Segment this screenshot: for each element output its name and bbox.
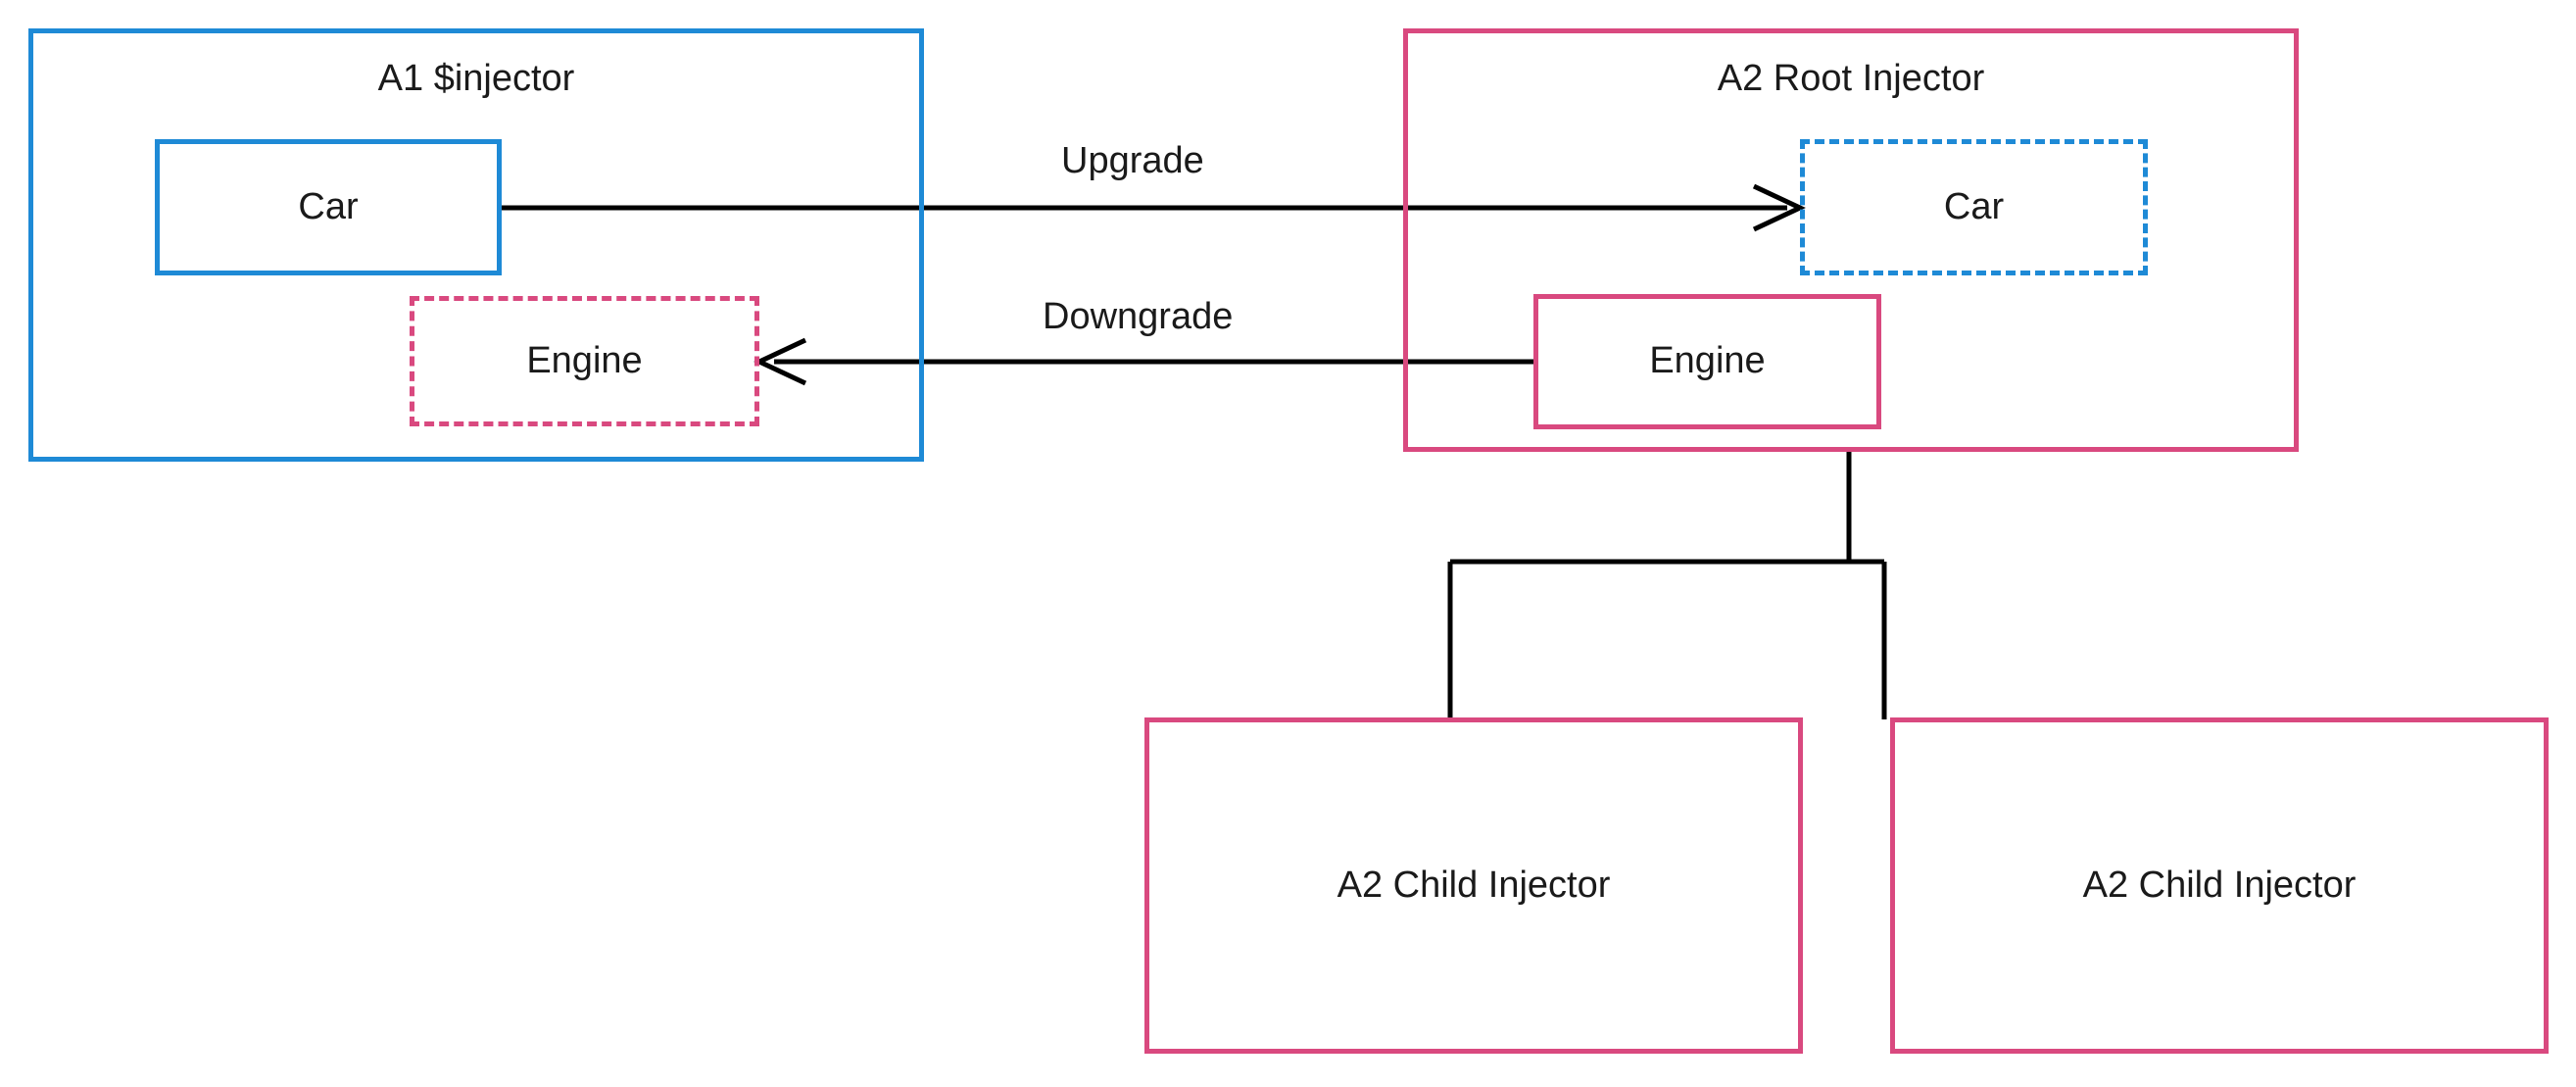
edge-label-downgrade: Downgrade (1043, 296, 1234, 337)
edge-label-upgrade: Upgrade (1061, 140, 1204, 181)
container-a1-injector[interactable]: A1 $injector (28, 28, 924, 462)
node-a2-car-stub-label: Car (1943, 185, 2005, 227)
node-a2-car-stub[interactable]: Car (1800, 139, 2148, 275)
node-a1-car[interactable]: Car (155, 139, 502, 275)
container-a2-child-injector-right-label: A2 Child Injector (2082, 864, 2357, 906)
child-injector-tree-connector (1447, 452, 1887, 719)
node-a2-engine-label: Engine (1649, 340, 1766, 382)
node-a1-engine-stub[interactable]: Engine (410, 296, 759, 426)
container-a2-child-injector-right[interactable]: A2 Child Injector (1890, 717, 2549, 1054)
container-a2-child-injector-left[interactable]: A2 Child Injector (1144, 717, 1803, 1054)
container-a2-child-injector-left-label: A2 Child Injector (1337, 864, 1611, 906)
container-a2-root-injector[interactable]: A2 Root Injector (1403, 28, 2299, 452)
node-a2-engine[interactable]: Engine (1533, 294, 1881, 429)
container-a1-injector-label: A1 $injector (377, 58, 575, 99)
container-a2-root-injector-label: A2 Root Injector (1717, 58, 1985, 99)
node-a1-car-label: Car (298, 185, 359, 227)
node-a1-engine-stub-label: Engine (526, 339, 643, 381)
